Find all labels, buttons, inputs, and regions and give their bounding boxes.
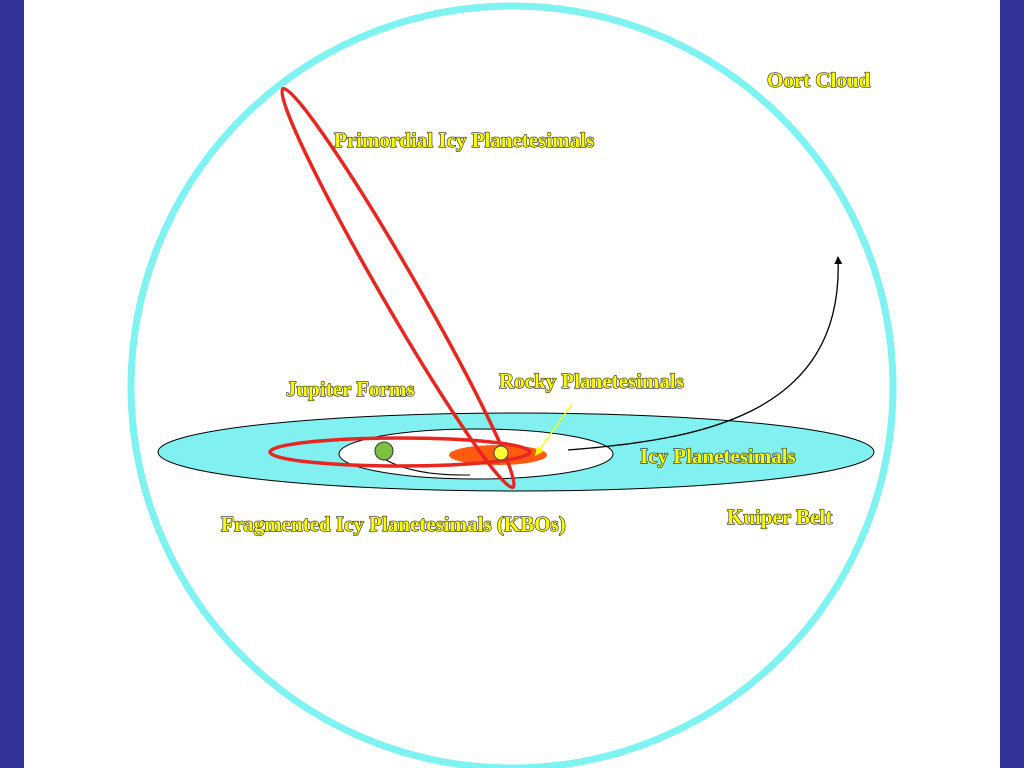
label-icy: Icy Planetesimals: [640, 444, 796, 468]
jupiter-orbit-arc: [385, 459, 471, 476]
label-rocky: Rocky Planetesimals: [499, 369, 684, 393]
ejection-arrow: [567, 256, 843, 451]
label-oort-cloud: Oort Cloud: [767, 68, 871, 92]
jupiter-icon: [374, 441, 394, 461]
sun-icon: [493, 445, 509, 461]
oort-cloud-sphere: [127, 2, 897, 768]
label-jupiter: Jupiter Forms: [286, 377, 415, 401]
label-primordial: Primordial Icy Planetesimals: [334, 128, 594, 152]
kbo-orbit: [268, 436, 532, 468]
rocky-pointer: [537, 403, 573, 453]
label-kuiper-belt: Kuiper Belt: [727, 505, 832, 529]
rocky-pointer-head: [535, 446, 544, 456]
slide-background: [24, 0, 1000, 768]
primordial-orbit: [280, 86, 516, 490]
label-fragmented: Fragmented Icy Planetesimals (KBOs): [221, 512, 566, 536]
